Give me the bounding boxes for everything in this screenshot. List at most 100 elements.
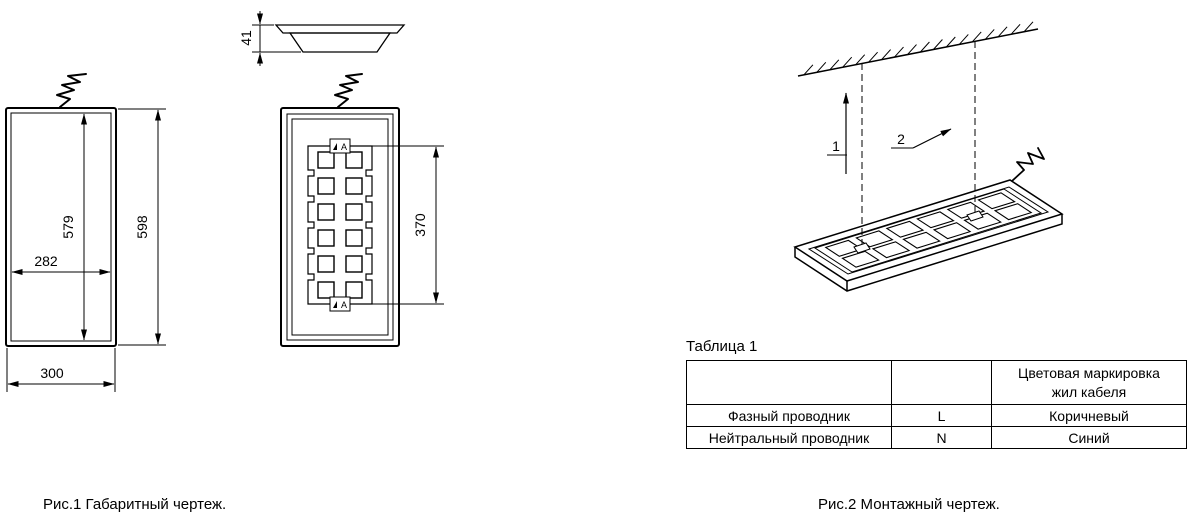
cell-conductor-code: N <box>891 426 992 449</box>
panel-inner-frame <box>286 113 394 341</box>
dim-41-label: 41 <box>238 30 254 46</box>
led-cell <box>345 151 363 169</box>
led-cell <box>902 231 941 249</box>
datum-marker-top <box>329 138 351 154</box>
hatch-tick <box>1010 23 1021 35</box>
panel-isometric <box>793 179 1064 292</box>
callout-1-arrow <box>827 92 849 174</box>
led-cell <box>871 241 911 259</box>
cell-conductor-code: L <box>891 404 992 427</box>
ceiling-hatch <box>803 21 1034 76</box>
panel-top-face <box>793 179 1064 282</box>
hatch-tick <box>855 54 866 66</box>
hatch-tick <box>829 59 840 71</box>
hatch-tick <box>997 26 1008 38</box>
hatch-tick <box>945 36 956 48</box>
header-cell-empty-2 <box>891 360 992 405</box>
led-cell <box>993 203 1033 221</box>
profile-body <box>288 32 392 53</box>
ceiling-line <box>797 28 1039 77</box>
hatch-tick <box>881 49 891 60</box>
led-cell <box>317 281 335 299</box>
dim-370 <box>352 145 444 305</box>
led-cell <box>946 201 986 219</box>
table-row: Нейтральный проводник N Синий <box>686 426 1187 449</box>
hatch-tick <box>933 39 943 50</box>
led-cell <box>977 192 1016 210</box>
dim-598-label: 598 <box>134 215 150 239</box>
led-cell <box>317 151 335 169</box>
power-cable <box>334 73 363 108</box>
led-cell <box>345 177 363 195</box>
led-cell <box>345 229 363 247</box>
led-module-grid <box>317 151 363 299</box>
led-cell <box>317 177 335 195</box>
panel-outer-frame <box>280 107 400 347</box>
table-row: Фазный проводник L Коричневый <box>686 404 1187 427</box>
led-cell <box>345 281 363 299</box>
fig1-front-view <box>5 73 166 392</box>
cell-conductor-name: Фазный проводник <box>686 404 892 427</box>
panel-inner-frame-2 <box>291 118 389 336</box>
power-cable <box>56 73 87 108</box>
hatch-tick <box>816 61 827 73</box>
panel-inner-frame <box>10 112 112 342</box>
profile-rim <box>274 24 406 34</box>
panel-inner-frame <box>807 186 1050 275</box>
cell-conductor-name: Нейтральный проводник <box>686 426 892 449</box>
fig1-caption: Рис.1 Габаритный чертеж. <box>43 496 227 513</box>
panel-outer-frame <box>5 107 117 347</box>
hatch-tick <box>971 31 982 43</box>
datum-marker-bottom <box>329 296 351 312</box>
fig2-caption: Рис.2 Монтажный чертеж. <box>818 496 1000 513</box>
datum-top-label: А <box>341 142 347 152</box>
callout-1-label: 1 <box>832 138 840 154</box>
fig2-mounting-view <box>793 21 1064 292</box>
hatch-tick <box>842 56 853 68</box>
hatch-tick <box>868 51 878 63</box>
fig1-profile-view <box>252 11 406 66</box>
cell-conductor-color: Синий <box>991 426 1187 449</box>
table1-block: Таблица 1 Цветовая маркировка жил кабеля… <box>686 338 1187 449</box>
wiring-table: Цветовая маркировка жил кабеля Фазный пр… <box>686 360 1187 449</box>
header-cell-empty-1 <box>686 360 892 405</box>
led-cell <box>317 203 335 221</box>
dim-300-label: 300 <box>40 365 64 381</box>
hatch-tick <box>984 29 995 40</box>
dim-579-label: 579 <box>60 215 76 239</box>
mount-point-1 <box>853 242 871 254</box>
led-cell <box>345 255 363 273</box>
led-cell <box>916 211 955 229</box>
hatch-tick <box>803 64 814 76</box>
dim-370-label: 370 <box>412 213 428 237</box>
led-cell <box>841 250 880 268</box>
dim-598 <box>118 108 166 346</box>
table1-title: Таблица 1 <box>686 338 758 355</box>
led-cell <box>345 203 363 221</box>
callout-2-arrow <box>891 128 952 149</box>
hatch-tick <box>907 44 917 55</box>
hatch-tick <box>1023 21 1034 33</box>
led-gasket-outline <box>307 145 373 305</box>
table-header-row: Цветовая маркировка жил кабеля <box>686 360 1187 405</box>
dim-41 <box>252 11 301 66</box>
led-cell <box>317 229 335 247</box>
led-cell <box>932 222 972 240</box>
dim-300 <box>6 348 116 392</box>
led-cell <box>317 255 335 273</box>
power-cable <box>1011 147 1045 182</box>
hatch-tick <box>920 41 930 53</box>
led-gasket-outline <box>813 188 1043 273</box>
fig1-back-view <box>280 73 444 347</box>
dim-282-label: 282 <box>34 253 58 269</box>
mount-point-2 <box>966 210 984 222</box>
led-cell <box>885 220 925 238</box>
hatch-tick <box>958 34 969 45</box>
callout-2-label: 2 <box>897 131 905 147</box>
datum-bottom-label: А <box>341 300 347 310</box>
cell-conductor-color: Коричневый <box>991 404 1187 427</box>
led-module-grid <box>824 192 1033 268</box>
hatch-tick <box>894 46 904 58</box>
